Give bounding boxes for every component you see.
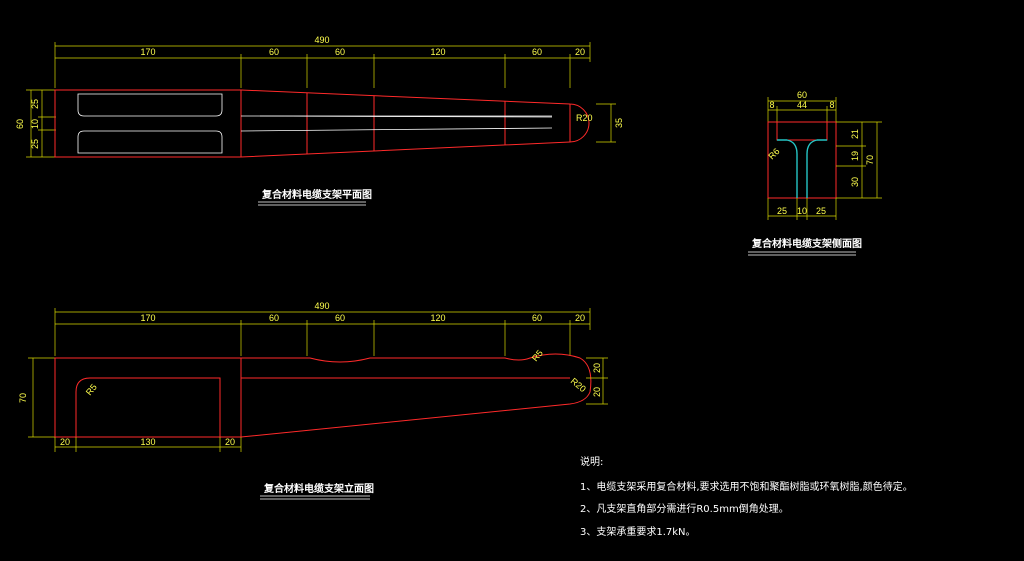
plan-dim-right-35: 35 xyxy=(614,118,624,128)
plan-dim-left-25b: 25 xyxy=(30,139,40,149)
side-dim-25a: 25 xyxy=(777,206,787,216)
note-item-1: 1、电缆支架采用复合材料,要求选用不饱和聚酯树脂或环氧树脂,颜色待定。 xyxy=(580,480,913,493)
side-inner-top xyxy=(776,122,828,141)
elevation-outline xyxy=(54,353,592,438)
elev-dim-left-70: 70 xyxy=(18,393,28,403)
elev-dim-bottom-20a: 20 xyxy=(60,437,70,447)
side-dim-25b: 25 xyxy=(816,206,826,216)
plan-dim-left-60: 60 xyxy=(15,119,25,129)
elevation-view-title: 复合材料电缆支架立面图 xyxy=(263,482,374,495)
side-dim-19: 19 xyxy=(850,151,860,161)
side-dim-60: 60 xyxy=(797,90,807,100)
elev-dim-20: 20 xyxy=(575,313,585,323)
plan-view: 490 170 60 60 120 60 20 60 25 10 25 xyxy=(15,35,624,206)
elev-dim-right-20a: 20 xyxy=(592,363,602,373)
plan-dim-20: 20 xyxy=(575,47,585,57)
side-dimension-lines-bottom xyxy=(767,198,837,220)
side-dim-8b: 8 xyxy=(829,100,834,110)
elev-notch-radius: R5 xyxy=(530,348,545,363)
elev-dimension-bottom xyxy=(54,437,242,452)
elev-dim-120: 120 xyxy=(430,313,445,323)
note-item-2: 2、凡支架直角部分需进行R0.5mm倒角处理。 xyxy=(580,502,789,515)
side-view: 60 8 44 8 R6 21 19 30 70 25 xyxy=(748,90,882,256)
elev-dim-170: 170 xyxy=(140,313,155,323)
notes-heading: 说明: xyxy=(580,455,603,468)
side-dimension-lines-top xyxy=(767,97,837,122)
elev-dim-60c: 60 xyxy=(532,313,542,323)
plan-dim-170: 170 xyxy=(140,47,155,57)
plan-view-title: 复合材料电缆支架平面图 xyxy=(261,188,372,201)
note-item-3: 3、支架承重要求1.7kN。 xyxy=(580,525,696,538)
elev-dim-bottom-130: 130 xyxy=(140,437,155,447)
side-dim-30: 30 xyxy=(850,177,860,187)
elevation-view: 490 170 60 60 120 60 20 70 R5 R5 R20 20 … xyxy=(18,301,608,500)
plan-radius-label: R20 xyxy=(576,113,593,123)
elev-inner-radius: R5 xyxy=(84,382,99,397)
plan-dim-total: 490 xyxy=(314,35,329,45)
plan-dim-60b: 60 xyxy=(335,47,345,57)
elev-dim-total: 490 xyxy=(314,301,329,311)
side-dim-10: 10 xyxy=(797,206,807,216)
plan-dim-120: 120 xyxy=(430,47,445,57)
elev-dim-right-20b: 20 xyxy=(592,387,602,397)
plan-dimension-lines-left xyxy=(26,89,56,158)
elev-dim-bottom-20b: 20 xyxy=(225,437,235,447)
elev-tip-radius: R20 xyxy=(569,376,588,394)
elev-dimension-left xyxy=(28,357,56,438)
elev-dimension-lines-top xyxy=(54,308,591,356)
plan-dim-60a: 60 xyxy=(269,47,279,57)
plan-dimension-lines-top xyxy=(54,42,591,88)
elev-dimension-right xyxy=(586,357,608,405)
elevation-inner-cutout xyxy=(75,377,221,437)
plan-dim-left-10: 10 xyxy=(30,119,40,129)
elev-dim-60b: 60 xyxy=(335,313,345,323)
side-dim-8a: 8 xyxy=(769,100,774,110)
side-view-title: 复合材料电缆支架侧面图 xyxy=(751,237,862,250)
elev-dim-60a: 60 xyxy=(269,313,279,323)
side-dimension-lines-right xyxy=(836,121,882,199)
plan-inner-ribs xyxy=(77,93,553,154)
plan-dimension-right xyxy=(596,103,616,143)
plan-dim-left-25a: 25 xyxy=(30,99,40,109)
side-dim-21: 21 xyxy=(850,129,860,139)
plan-dim-60c: 60 xyxy=(532,47,542,57)
side-dim-70: 70 xyxy=(865,155,875,165)
side-t-section xyxy=(777,139,827,198)
side-dim-44: 44 xyxy=(797,100,807,110)
plan-outline xyxy=(54,89,590,158)
side-outline xyxy=(767,121,837,199)
notes: 说明: 1、电缆支架采用复合材料,要求选用不饱和聚酯树脂或环氧树脂,颜色待定。 … xyxy=(580,455,913,538)
side-radius-label: R6 xyxy=(766,146,781,161)
